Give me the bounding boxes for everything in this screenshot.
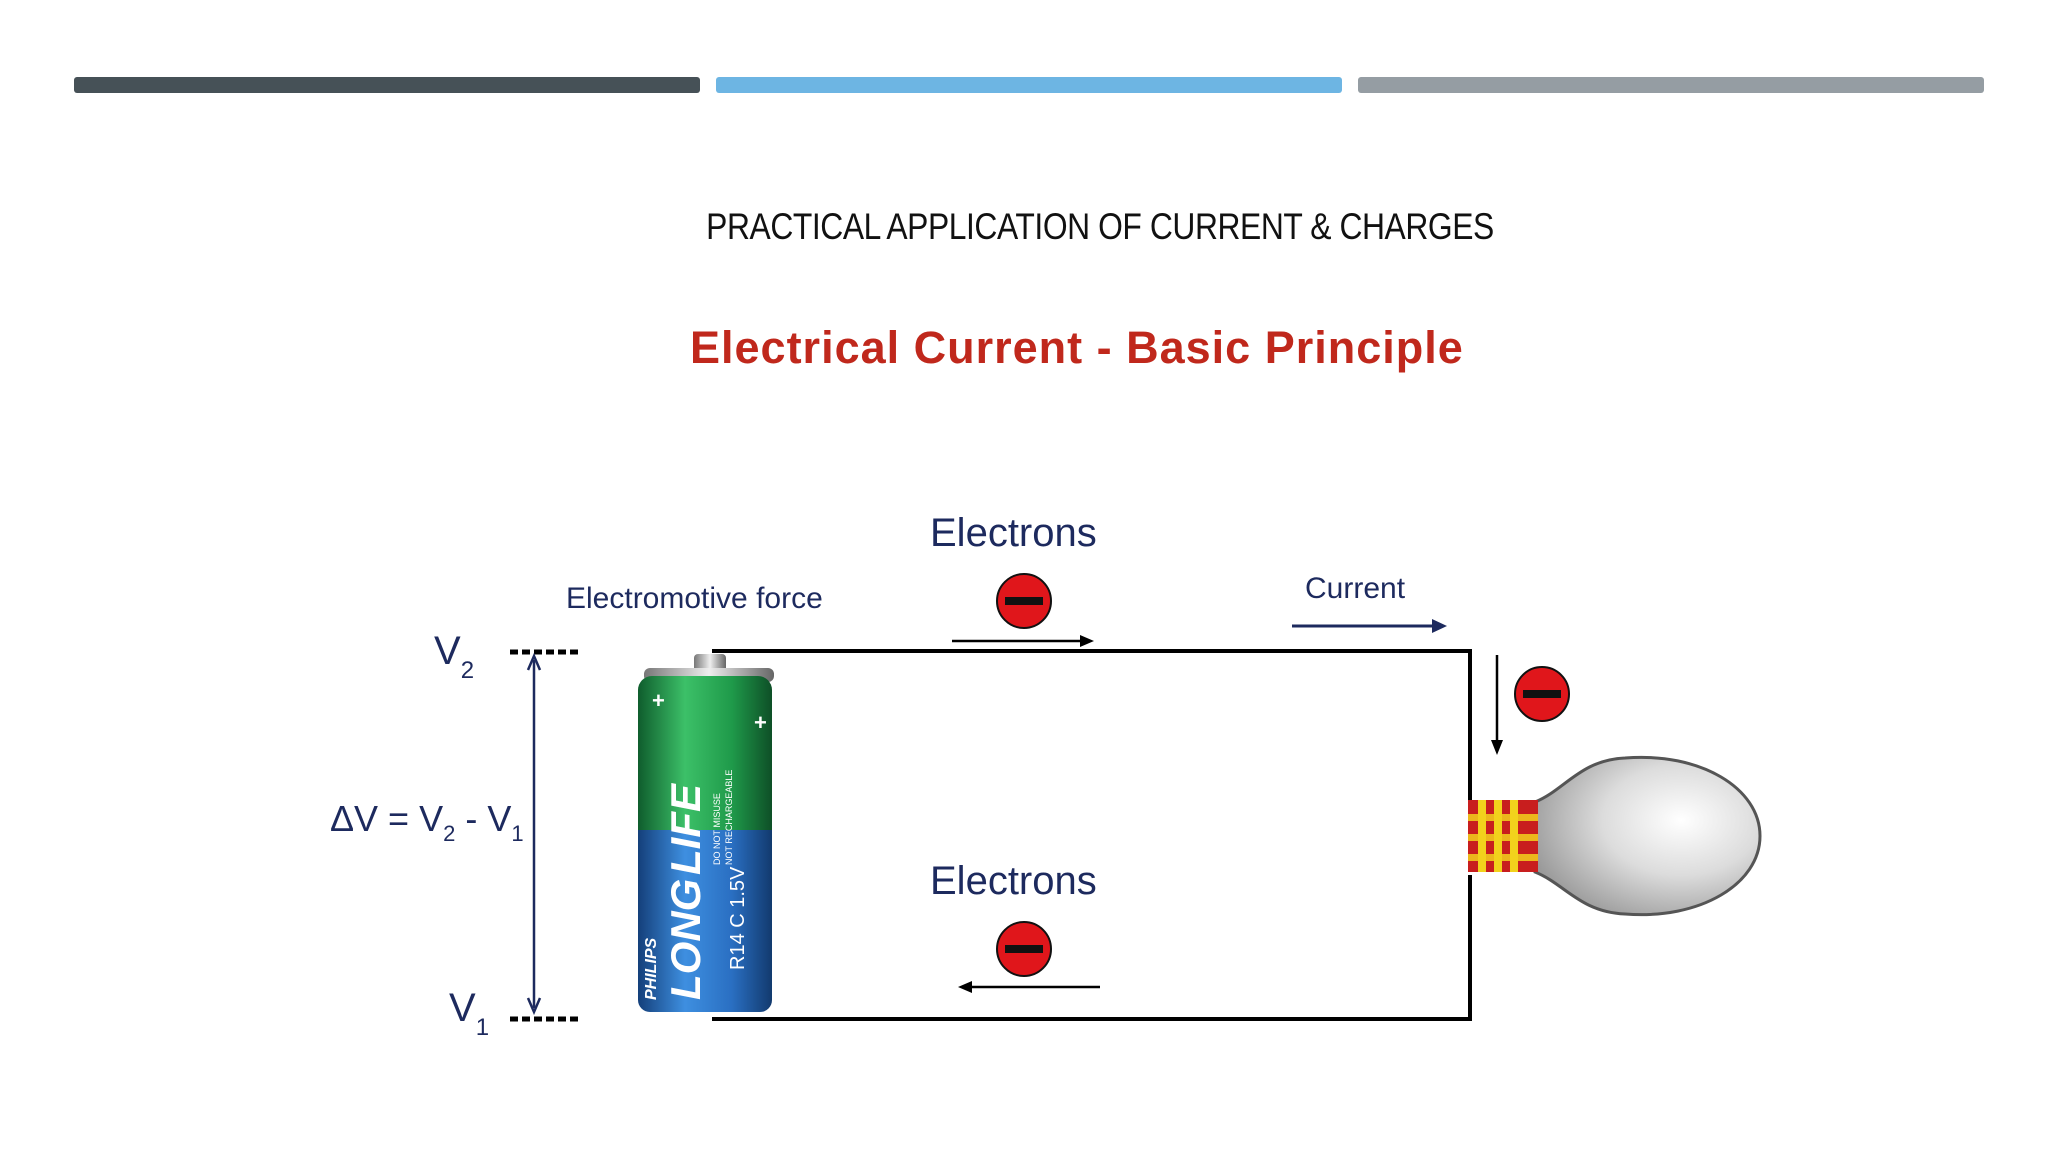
svg-text:+: + bbox=[754, 710, 767, 735]
arrow-down-icon bbox=[526, 997, 542, 1016]
top-accent-bar-blue bbox=[716, 77, 1342, 93]
electron-icon bbox=[996, 573, 1052, 629]
top-accent-bar-dark bbox=[74, 77, 700, 93]
electrons-label-top: Electrons bbox=[930, 511, 1097, 555]
arrow-right-icon bbox=[952, 635, 1094, 647]
battery-long-text: LONG bbox=[662, 879, 709, 1000]
arrow-left-icon bbox=[958, 981, 1100, 993]
slide-title: PRACTICAL APPLICATION OF CURRENT & CHARG… bbox=[706, 206, 1494, 247]
light-bulb-icon bbox=[1468, 755, 1762, 917]
electron-icon bbox=[1514, 666, 1570, 722]
battery-life-text: LIFE bbox=[662, 782, 709, 875]
emf-label: Electromotive force bbox=[566, 582, 823, 615]
svg-text:+: + bbox=[652, 688, 665, 713]
battery-warning-2: NOT RECHARGEABLE bbox=[724, 770, 734, 865]
v1-label: V1 bbox=[449, 986, 489, 1041]
current-arrow-right-icon bbox=[1292, 619, 1447, 633]
battery-brand-text: PHILIPS bbox=[643, 937, 660, 1000]
current-label: Current bbox=[1305, 572, 1406, 605]
electron-icon bbox=[996, 921, 1052, 977]
v2-label: V2 bbox=[434, 629, 474, 684]
battery-spec-text: R14 C 1.5V bbox=[727, 866, 749, 970]
electrons-label-bottom: Electrons bbox=[930, 859, 1097, 903]
diagram-title: Electrical Current - Basic Principle bbox=[690, 322, 1464, 373]
battery-icon: + + PHILIPS LONG LIFE R14 C 1.5V DO NOT … bbox=[638, 654, 774, 1012]
battery-warning-1: DO NOT MISUSE bbox=[712, 793, 722, 865]
arrow-up-icon bbox=[526, 652, 542, 671]
delta-v-equation: ΔV = V2 - V1 bbox=[330, 798, 524, 846]
top-accent-bar-gray bbox=[1358, 77, 1984, 93]
circuit-wire-bottom bbox=[712, 875, 1472, 1021]
electron-arrow-down-icon bbox=[1491, 655, 1503, 755]
circuit-wire-top bbox=[712, 649, 1472, 800]
